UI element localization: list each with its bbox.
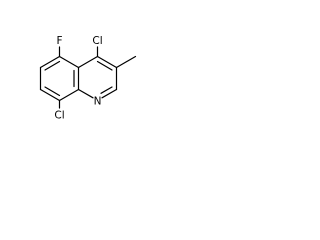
- structure-canvas: F Cl N Cl: [0, 0, 152, 152]
- bond-n1-c8a: [77, 88, 94, 99]
- bond-c5-c6: [39, 55, 61, 69]
- bond-lines: [39, 46, 137, 109]
- bond-c2-n1: [101, 88, 118, 99]
- bond-c8-c8a: [58, 88, 80, 102]
- bond-c4a-c5: [58, 55, 80, 69]
- bond-c5-c6-inner: [44, 60, 61, 71]
- atom-label-nitrogen: N: [94, 96, 102, 108]
- atom-label-fluorine: F: [56, 35, 62, 47]
- bond-c7-c8-inner: [44, 86, 61, 97]
- quinoline-structure-diagram: F Cl N Cl: [39, 35, 137, 122]
- atom-label-chlorine-4: Cl: [92, 35, 102, 47]
- bond-c7-c8: [39, 88, 61, 102]
- bond-c4a-c4: [77, 55, 99, 69]
- atom-label-chlorine-8: Cl: [54, 110, 64, 122]
- bond-c2-n1-inner: [100, 86, 113, 94]
- atom-labels: F Cl N Cl: [54, 35, 102, 122]
- bond-c4-c3-inner: [96, 60, 113, 71]
- bond-c4-c3: [96, 55, 118, 69]
- bond-c3-methyl: [115, 55, 137, 69]
